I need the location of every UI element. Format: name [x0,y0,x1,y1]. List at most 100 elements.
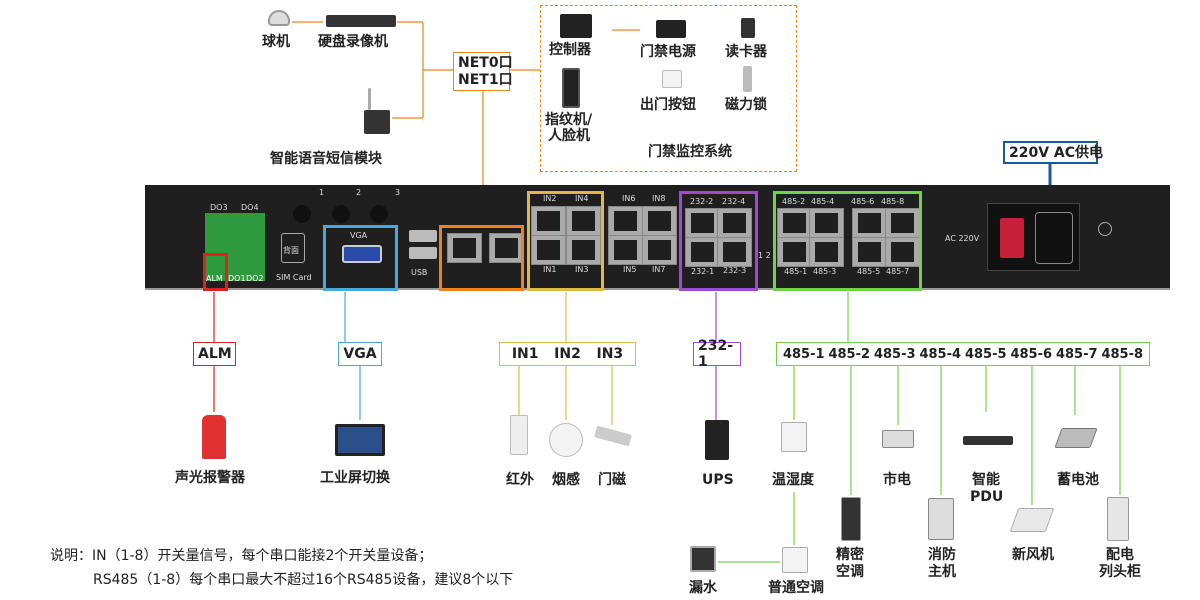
cabinet-label-1: 配电 [1106,547,1134,563]
temp-humidity-label: 温湿度 [772,472,814,488]
ac-socket [1035,212,1073,264]
rs485-port[interactable] [852,237,887,267]
face-terminal-icon [562,68,580,108]
alarm-label: 声光报警器 [175,470,245,486]
pdu-icon [963,436,1013,445]
in3-tag: IN3 [596,346,624,362]
power-switch[interactable] [1000,218,1024,258]
access-control-title: 门禁监控系统 [648,144,732,160]
rs232-port[interactable] [685,208,720,238]
voice-module-icon [364,110,390,134]
rs232-port[interactable] [717,208,752,238]
net-highlight [439,225,524,291]
note-line-2: RS485（1-8）每个串口最大不超过16个RS485设备，建议8个以下 [93,572,514,588]
ground-icon [1098,222,1112,236]
nvr-label: 硬盘录像机 [318,34,388,50]
camera-icon [268,10,290,26]
in-port[interactable] [642,235,677,265]
fire-host-label-1: 消防 [928,547,956,563]
usb-label: USB [411,268,428,277]
do3-label: DO3 [210,203,228,212]
sim-slot[interactable] [281,233,305,263]
distribution-cabinet-icon [1107,497,1129,541]
in5-label: IN5 [623,265,637,274]
alm-terminal-label: ALM [206,274,223,283]
access-control-group [540,5,797,172]
water-leak-icon [690,546,716,572]
net-port-box: NET0口 NET1口 [453,52,513,91]
antenna-port-1 [293,205,311,223]
in4-label: IN4 [575,194,589,203]
rs485-3-tag: 485-3 [873,346,916,362]
magnetic-lock-icon [743,66,752,92]
precision-ac-icon [841,497,861,541]
card-reader-label: 读卡器 [725,44,767,60]
in1-tag: IN1 [511,346,539,362]
ups-label: UPS [702,472,734,488]
infrared-label: 红外 [506,472,534,488]
rs485-port[interactable] [809,208,844,238]
rs485-1-label: 485-1 [784,267,808,276]
antenna-2-label: 2 [356,188,362,197]
back-label: 背面 [283,246,299,255]
alm-highlight [203,253,228,291]
fire-host-label-2: 主机 [928,564,956,580]
rs232-highlight [679,191,758,291]
antenna-port-2 [332,205,350,223]
do2-label: DO2 [246,274,264,283]
magnetic-lock-label: 磁力锁 [725,97,767,113]
rs485-port[interactable] [885,237,920,267]
alarm-light-icon [202,415,226,459]
precision-ac-label-1: 精密 [836,547,864,563]
industrial-screen-icon [335,424,385,456]
usb-port-2[interactable] [409,247,437,259]
rs232-4-label: 232-4 [722,197,746,206]
rs485-7-tag: 485-7 [1055,346,1098,362]
usb-port-1[interactable] [409,230,437,242]
in-tag: IN1 IN2 IN3 [499,342,636,366]
exit-button-icon [662,70,682,88]
door-power-icon [656,20,686,38]
controller-icon [560,14,592,38]
pdu-label-1: 智能 [972,472,1000,488]
net0-label: NET0口 [458,55,513,71]
rs485-7-label: 485-7 [886,267,910,276]
in-port[interactable] [642,206,677,236]
rs485-6-tag: 485-6 [1010,346,1053,362]
rs485-4-label: 485-4 [811,197,835,206]
voice-module-label: 智能语音短信模块 [270,151,382,167]
rs485-port[interactable] [777,237,812,267]
smoke-label: 烟感 [552,472,580,488]
rs232-1-label: 232-1 [691,267,715,276]
rs232-port[interactable] [685,237,720,267]
card-reader-icon [741,18,755,38]
battery-label: 蓄电池 [1057,472,1099,488]
normal-ac-label: 普通空调 [768,580,824,596]
net0-port[interactable] [447,233,482,263]
fire-host-icon [928,498,954,540]
in2-tag: IN2 [554,346,581,362]
in-port[interactable] [608,206,643,236]
camera-label: 球机 [262,34,290,50]
rs232-port[interactable] [717,237,752,267]
rs485-port[interactable] [809,237,844,267]
in-port[interactable] [566,235,601,265]
in-port[interactable] [531,235,566,265]
ac-label: AC 220V [945,234,980,243]
in-port[interactable] [531,206,566,236]
controller-label: 控制器 [549,42,591,58]
precision-ac-label-2: 空调 [836,564,864,580]
in-port[interactable] [566,206,601,236]
note-line-1: 说明：IN（1-8）开关量信号，每个串口能接2个开关量设备； [50,548,433,564]
in-port[interactable] [608,235,643,265]
pins-label: 1 2 [758,251,771,260]
do4-label: DO4 [241,203,259,212]
door-power-label: 门禁电源 [640,44,696,60]
pdu-label-2: PDU [970,489,1004,505]
vga-port[interactable] [342,245,382,263]
net1-port[interactable] [489,233,524,263]
door-sensor-label: 门磁 [598,472,626,488]
do-terminal-block [205,213,265,281]
water-leak-label: 漏水 [689,580,717,596]
antenna-1-label: 1 [319,188,325,197]
